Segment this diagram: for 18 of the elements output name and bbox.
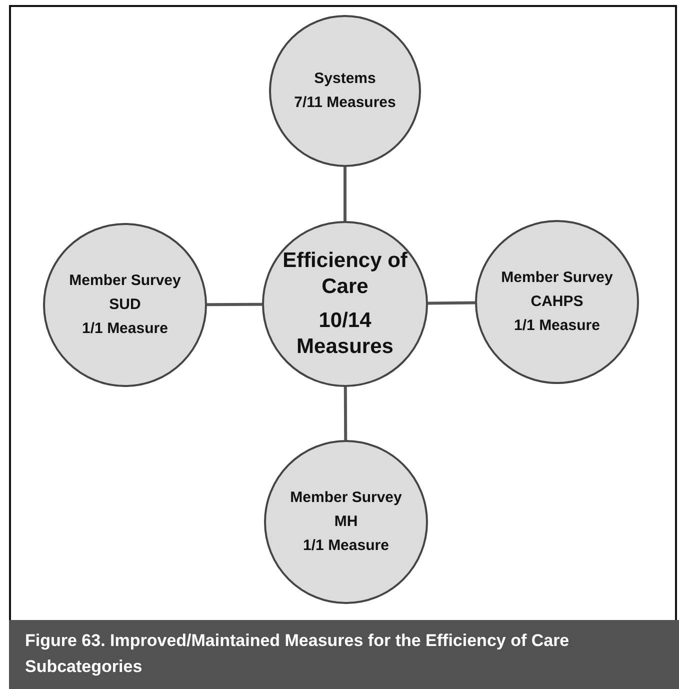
figure-caption: Figure 63. Improved/Maintained Measures for the Efficiency of Care Subcategories: [25, 630, 570, 678]
node-label: CAHPS: [530, 293, 584, 311]
connector-line: [207, 302, 262, 306]
node-label: 1/1 Measure: [303, 537, 389, 555]
connector-line: [344, 167, 346, 221]
node-label: Member Survey: [501, 269, 613, 287]
node-label: 7/11 Measures: [294, 94, 396, 112]
node-label: Efficiency of Care: [282, 248, 408, 300]
connector-line: [344, 387, 348, 440]
node-label: 1/1 Measure: [82, 320, 168, 338]
connector-line: [428, 301, 476, 305]
node-label: Member Survey: [290, 489, 402, 507]
node-label: 10/14 Measures: [296, 308, 394, 360]
node-label: MH: [334, 513, 358, 531]
node-label: SUD: [109, 296, 141, 314]
node-label: 1/1 Measure: [514, 317, 600, 335]
node-label: Member Survey: [69, 272, 181, 290]
node-label: Systems: [314, 70, 376, 88]
